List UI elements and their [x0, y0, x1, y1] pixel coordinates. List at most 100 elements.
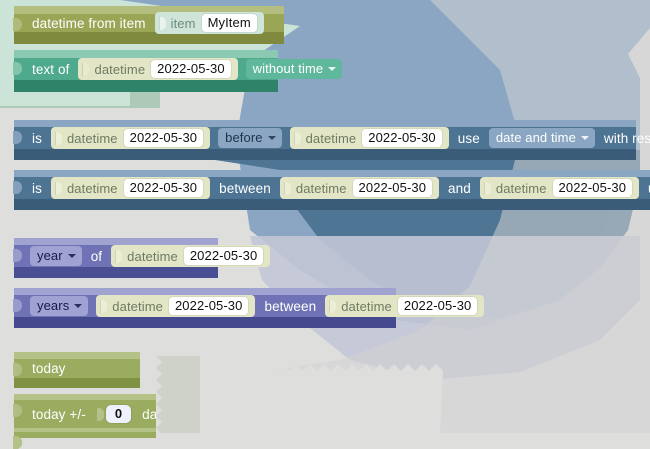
block-connector-notch-icon [13, 363, 22, 376]
block-label: today +/- [32, 406, 86, 422]
datetime-socket-c[interactable]: datetime 2022-05-30 [479, 177, 640, 199]
socket-label: datetime [305, 130, 357, 146]
block-connector-notch-icon [13, 181, 22, 194]
dropdown-label: before [225, 130, 263, 145]
block-bottom-edge [14, 32, 284, 44]
value-field[interactable]: 2022-05-30 [362, 129, 442, 147]
block-content: today +/- 0 days [14, 400, 171, 428]
block-connector-notch-icon [13, 249, 22, 262]
block-label: and [448, 180, 471, 196]
block-top-edge [14, 288, 396, 295]
socket-notch-icon [483, 181, 491, 195]
block-label: use [648, 181, 650, 196]
datetime-socket-b[interactable]: datetime 2022-05-30 [289, 127, 449, 149]
socket-label: item [170, 15, 196, 31]
use-dropdown[interactable]: date and time [488, 128, 595, 148]
value-field[interactable]: 2022-05-30 [552, 179, 633, 197]
value-field[interactable]: 2022-05-30 [352, 179, 433, 197]
block-top-edge [14, 50, 278, 58]
datetime-socket-a[interactable]: datetime 2022-05-30 [96, 295, 256, 317]
block-datetime-from-item[interactable]: datetime from item item MyItem [13, 6, 284, 44]
block-bottom-edge [14, 378, 140, 388]
socket-label: datetime [66, 130, 118, 146]
unit-dropdown[interactable]: year [30, 246, 82, 266]
block-label: text of [32, 61, 70, 77]
block-connector-notch-icon [13, 404, 22, 417]
number-field[interactable]: 0 [105, 405, 132, 423]
block-label: of [90, 248, 103, 264]
chevron-down-icon [74, 303, 83, 308]
socket-notch-icon [115, 249, 123, 263]
value-field[interactable]: 2022-05-30 [123, 129, 204, 147]
value-field[interactable]: 2022-05-30 [151, 60, 231, 78]
block-label: between [264, 298, 317, 314]
block-top-edge [14, 120, 636, 127]
block-content: is datetime 2022-05-30 between datetime 2022-… [14, 177, 650, 199]
socket-notch-icon [158, 16, 166, 30]
block-content: today [14, 359, 140, 378]
block-connector-notch-icon [13, 131, 22, 144]
block-top-edge [14, 394, 156, 400]
block-today-plus-minus-days[interactable]: today +/- 0 days [13, 394, 171, 428]
block-label: between [219, 180, 271, 196]
block-label: is [32, 180, 42, 196]
chevron-down-icon [328, 66, 337, 71]
number-socket[interactable]: 0 [94, 403, 134, 425]
block-top-edge [14, 428, 156, 432]
socket-label: datetime [495, 180, 547, 196]
block-is-datetime-between[interactable]: is datetime 2022-05-30 between datetime 2022-… [13, 170, 650, 210]
socket-notch-icon [54, 131, 62, 145]
value-field[interactable]: 2022-05-30 [397, 297, 478, 315]
datetime-socket-a[interactable]: datetime 2022-05-30 [50, 177, 211, 199]
socket-notch-icon [82, 62, 90, 76]
dropdown-label: without time [252, 61, 324, 76]
value-field[interactable]: 2022-05-30 [183, 247, 264, 265]
block-connector-notch-icon [13, 18, 22, 31]
socket-label: datetime [66, 180, 118, 196]
compare-dropdown[interactable]: before [218, 128, 282, 148]
socket-label: datetime [112, 298, 163, 314]
socket-notch-icon [293, 131, 301, 145]
socket-label: datetime [295, 180, 347, 196]
chevron-down-icon [67, 253, 76, 258]
block-bottom-edge [14, 199, 650, 210]
block-bottom-edge [14, 80, 278, 92]
block-top-edge [14, 170, 650, 177]
socket-notch-icon [100, 299, 108, 313]
value-field[interactable]: 2022-05-30 [168, 297, 249, 315]
chevron-down-icon [580, 135, 589, 140]
socket-notch-icon [54, 181, 62, 195]
block-content: datetime from item item MyItem [14, 12, 284, 34]
block-bottom-edge [14, 267, 218, 278]
datetime-socket-a[interactable]: datetime 2022-05-30 [50, 127, 211, 149]
block-partial-bottom[interactable] [13, 428, 156, 449]
without-time-dropdown[interactable]: without time [245, 59, 343, 79]
value-field[interactable]: MyItem [201, 14, 257, 32]
block-label: datetime from item [32, 15, 146, 31]
block-connector-notch-icon [13, 62, 22, 75]
block-label: days [142, 406, 172, 422]
unit-dropdown[interactable]: years [30, 296, 89, 316]
datetime-socket-b[interactable]: datetime 2022-05-30 [279, 177, 440, 199]
block-connector-notch-icon [13, 299, 22, 312]
block-label: use [457, 130, 480, 146]
dropdown-label: years [37, 298, 70, 313]
block-bottom-edge [14, 317, 396, 328]
block-top-edge [14, 352, 140, 359]
item-socket[interactable]: item MyItem [154, 12, 264, 34]
block-today[interactable]: today [13, 352, 140, 388]
block-label: today [32, 361, 66, 376]
value-field[interactable]: 2022-05-30 [123, 179, 204, 197]
